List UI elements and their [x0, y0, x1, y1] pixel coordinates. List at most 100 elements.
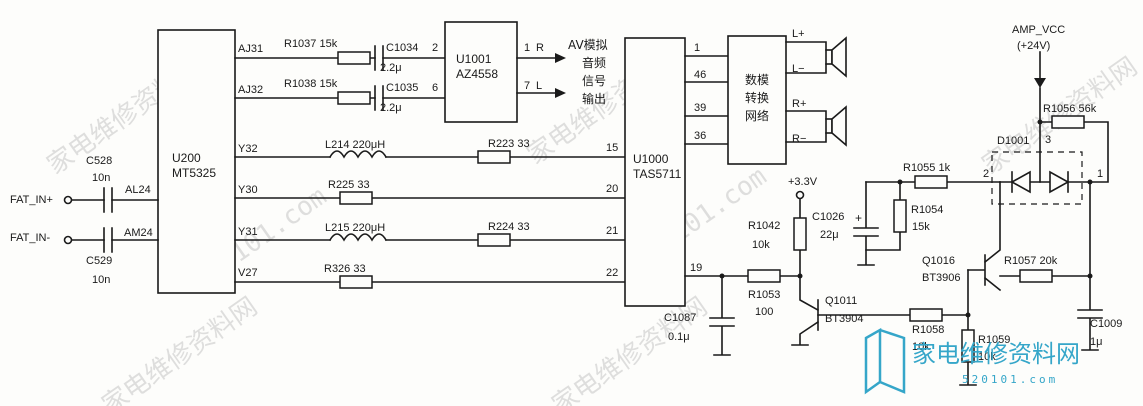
speaker-l-minus: L−: [792, 63, 805, 75]
watermark-text: 家电维修资料网: [547, 292, 713, 406]
u1000-chip: [624, 37, 686, 307]
u1001-pin-2: 2: [432, 42, 438, 54]
d1001-package: [991, 151, 1083, 205]
resistor-r1037: [337, 51, 371, 65]
c1034-ref: C1034: [386, 42, 418, 54]
logo-text: 家电维修资料网: [912, 340, 1080, 368]
dac-label-2: 转换: [745, 90, 769, 105]
watermark-text: 家电维修资料网: [97, 292, 263, 406]
net-al24: AL24: [125, 184, 151, 196]
c529-ref: C529: [86, 255, 112, 267]
power-24v: (+24V): [1017, 40, 1050, 52]
resistor-r225: [339, 191, 373, 205]
resistor-r1056: [1051, 115, 1085, 129]
dac-label-1: 数模: [745, 72, 769, 87]
diode-icon: [1049, 170, 1070, 194]
q1016-part: BT3906: [922, 272, 961, 284]
av-output-label-4: 输出: [582, 91, 606, 106]
r224-label: R224 33: [488, 221, 530, 233]
speaker-right-cone-icon: [831, 105, 847, 147]
input-terminal: [63, 195, 73, 205]
r1038-label: R1038 15k: [284, 78, 338, 90]
transistor-q1011-emitter: [791, 320, 820, 346]
net-y30: Y30: [238, 184, 258, 196]
q1011-ref: Q1011: [825, 295, 857, 307]
c1087-ref: C1087: [664, 312, 696, 324]
av-output-label-1: AV模拟: [568, 38, 608, 52]
c1034-value: 2.2μ: [380, 62, 402, 74]
u1000-ref: U1000: [633, 152, 669, 166]
capacitor-c528: [103, 187, 113, 213]
resistor-r1038: [337, 91, 371, 105]
u1000-pin-15: 15: [606, 142, 618, 154]
c1035-ref: C1035: [386, 82, 418, 94]
output-l: L: [536, 80, 542, 92]
input-fat-in-minus: FAT_IN-: [10, 232, 50, 244]
r1053-ref: R1053: [748, 289, 780, 301]
diode-icon: [1010, 170, 1031, 194]
wire: [865, 181, 901, 251]
speaker-left-icon: [825, 49, 833, 65]
c528-ref: C528: [86, 155, 112, 167]
r1057-label: R1057 20k: [1004, 255, 1058, 267]
capacitor-c1035: [374, 85, 384, 111]
q1011-part: BT3904: [825, 313, 864, 325]
r326-label: R326 33: [324, 263, 366, 275]
capacitor-c1034: [374, 45, 384, 71]
u1000-pin-20: 20: [606, 183, 618, 195]
resistor-r1058: [909, 308, 943, 322]
resistor-r1059: [961, 329, 975, 363]
power-amp-vcc: AMP_VCC: [1012, 24, 1065, 36]
input-terminal: [63, 235, 73, 245]
arrow-down-icon: [1034, 78, 1046, 88]
wire: [684, 55, 729, 145]
u1000-pin-19: 19: [690, 262, 702, 274]
u1001-pin-7: 7: [524, 80, 530, 92]
net-v27: V27: [238, 267, 258, 279]
arrow-icon: [555, 88, 566, 98]
resistor-r223: [477, 150, 511, 164]
wire: [1039, 87, 1109, 183]
resistor-r1054: [893, 199, 907, 233]
resistor-r326: [339, 275, 373, 289]
wire: [799, 275, 820, 312]
r1054-value: 15k: [912, 221, 930, 233]
u1001-pin-1: 1: [524, 42, 530, 54]
arrow-icon: [555, 53, 566, 63]
c1087-value: 0.1μ: [668, 331, 690, 343]
net-aj31: AJ31: [238, 43, 263, 55]
power-terminal: [795, 190, 805, 200]
inductor-l214: [328, 150, 388, 159]
speaker-right-icon: [825, 118, 833, 134]
l215-label: L215 220μH: [325, 222, 385, 234]
r1042-ref: R1042: [748, 220, 780, 232]
c529-value: 10n: [92, 274, 110, 286]
net-aj32: AJ32: [238, 84, 263, 96]
u200-part: MT5325: [172, 166, 216, 180]
net-am24: AM24: [124, 227, 153, 239]
u1000-pin-21: 21: [606, 225, 618, 237]
u1001-part: AZ4558: [456, 67, 498, 81]
r1053-value: 100: [755, 306, 773, 318]
capacitor-c1087: [709, 275, 735, 356]
resistor-r1057: [1019, 269, 1053, 283]
r1059-value: 10k: [978, 351, 996, 363]
resistor-r224: [477, 233, 511, 247]
wire: [959, 269, 977, 386]
resistor-r1042: [793, 217, 807, 251]
input-fat-in-plus: FAT_IN+: [10, 194, 53, 206]
u1001-pin-6: 6: [432, 82, 438, 94]
transistor-q1016-emitter: [983, 181, 1001, 264]
net-y31: Y31: [238, 226, 258, 238]
r1054-ref: R1054: [911, 204, 943, 216]
capacitor-c1009: [1077, 181, 1103, 351]
u1000-part: TAS5711: [633, 167, 682, 181]
book-icon: [864, 327, 906, 395]
resistor-r1055: [914, 175, 948, 189]
r1055-label: R1055 1k: [903, 162, 951, 174]
d1001-ref: D1001: [997, 135, 1029, 147]
logo-url: 520101.com: [962, 373, 1058, 386]
u1001-chip: [444, 21, 518, 123]
